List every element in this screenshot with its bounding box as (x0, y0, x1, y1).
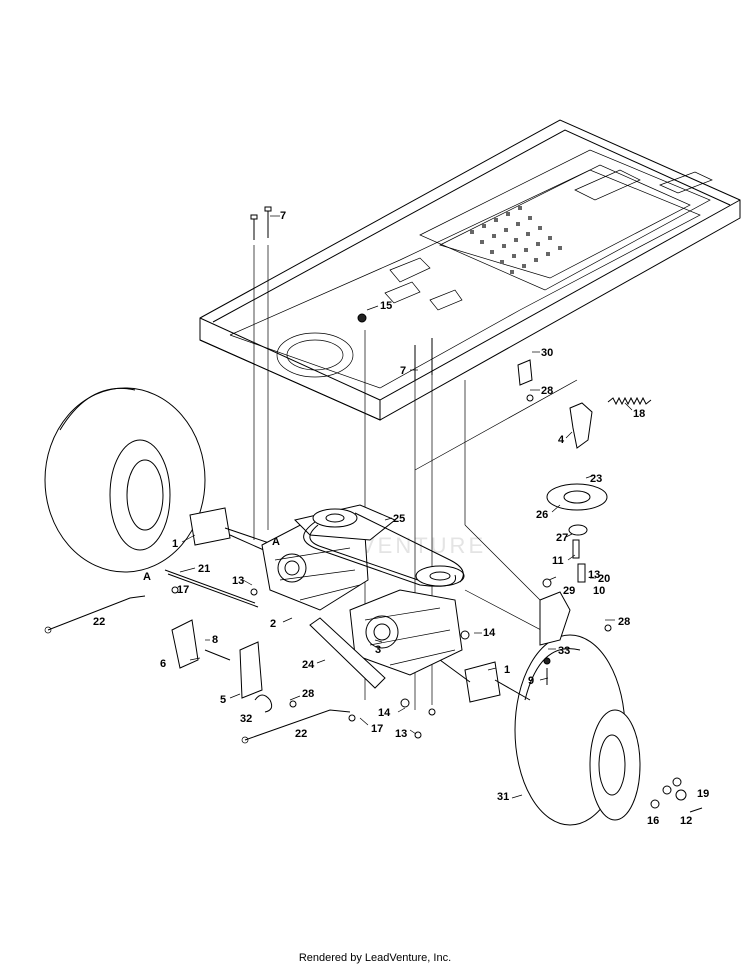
callout-18: 18 (633, 408, 645, 420)
chassis-frame (199, 119, 741, 421)
callout-25: 25 (393, 513, 405, 525)
rods-21-24 (164, 569, 386, 689)
right-wheel (514, 634, 641, 826)
callout-4: 4 (558, 434, 565, 446)
callouts: 7 15 7 30 28 18 4 23 26 25 27 1 A 11 21 … (93, 210, 709, 827)
callout-21: 21 (198, 563, 210, 575)
callout-6: 6 (160, 658, 166, 670)
callout-15: 15 (380, 300, 392, 312)
hubs-axles (189, 507, 531, 703)
callout-17-bottom: 17 (371, 723, 383, 735)
callout-8: 8 (212, 634, 218, 646)
left-wheel (44, 387, 206, 573)
callout-22-left: 22 (93, 616, 105, 628)
callout-14-right: 14 (483, 627, 496, 639)
callout-23: 23 (590, 473, 602, 485)
callout-9: 9 (528, 675, 534, 687)
hardware (171, 313, 703, 813)
callout-5: 5 (220, 694, 226, 706)
callout-33: 33 (558, 645, 570, 657)
callout-19: 19 (697, 788, 709, 800)
footer-credit: Rendered by LeadVenture, Inc. (298, 952, 452, 964)
callout-11: 11 (552, 555, 564, 567)
pulleys-belt (303, 508, 465, 587)
callout-28-right: 28 (618, 616, 630, 628)
callout-7-mid: 7 (400, 365, 406, 377)
callout-30: 30 (541, 347, 553, 359)
bracket-30 (517, 359, 533, 386)
extension-spring (607, 396, 652, 406)
callout-27: 27 (556, 532, 568, 544)
callout-28-left: 28 (302, 688, 314, 700)
callout-2: 2 (270, 618, 276, 630)
callout-32: 32 (240, 713, 252, 725)
callout-22-right: 22 (295, 728, 307, 740)
callout-1-right: 1 (504, 664, 510, 676)
callout-16: 16 (647, 815, 659, 827)
grate-pattern (470, 206, 562, 274)
leader-lines (179, 215, 633, 799)
callout-29: 29 (563, 585, 575, 597)
callout-14-left: 14 (378, 707, 391, 719)
callout-10: 10 (593, 585, 605, 597)
transaxle-right (349, 589, 463, 676)
callout-13-top: 13 (588, 569, 600, 581)
callout-28-top: 28 (541, 385, 553, 397)
callout-1-left: 1 (172, 538, 178, 550)
callout-13-bottom: 13 (395, 728, 407, 740)
callout-26: 26 (536, 509, 548, 521)
callout-A-left: A (143, 571, 151, 583)
control-rods (44, 595, 351, 744)
callout-A-top: A (272, 536, 280, 548)
callout-31: 31 (497, 791, 509, 803)
callout-7-top: 7 (280, 210, 286, 222)
callout-3: 3 (375, 644, 381, 656)
callout-24: 24 (302, 659, 315, 671)
callout-12: 12 (680, 815, 692, 827)
callout-13-left: 13 (232, 575, 244, 587)
bolts-7 (250, 206, 433, 380)
brackets-left (171, 619, 273, 713)
watermark-text: VENTURE (360, 533, 486, 558)
callout-17-top: 17 (177, 584, 189, 596)
callout-20: 20 (598, 573, 610, 585)
idler-assembly (539, 402, 608, 646)
